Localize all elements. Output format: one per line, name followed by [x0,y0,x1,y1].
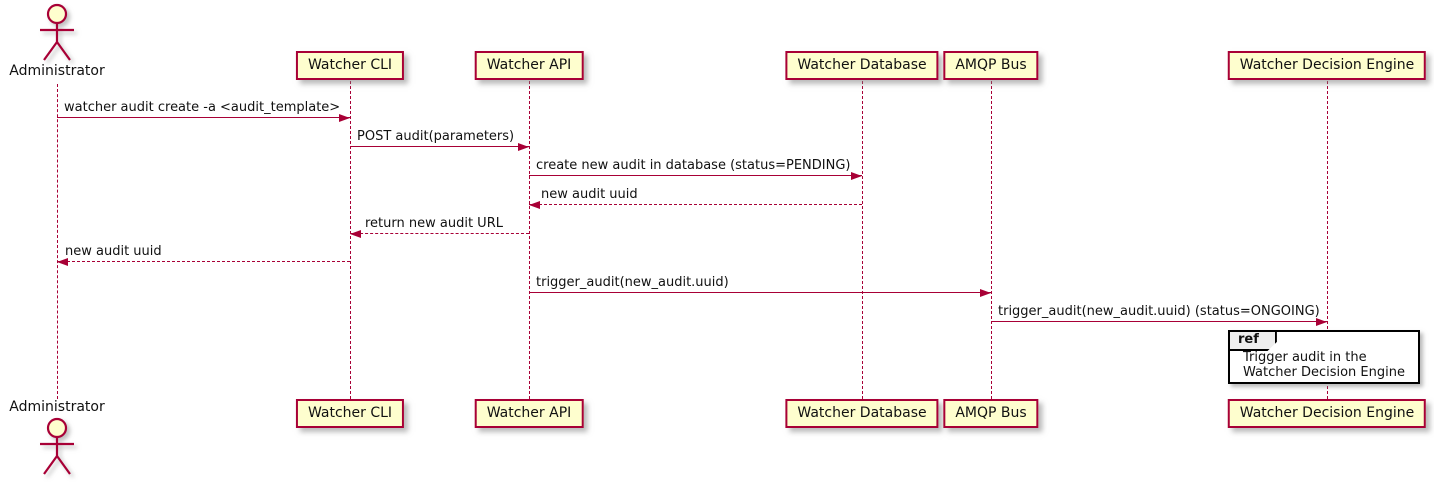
message-line [529,292,991,293]
message-line [529,204,862,205]
message-line [350,146,529,147]
message-label: return new audit URL [365,216,503,231]
message-label: new audit uuid [541,187,638,202]
lifeline-watcher-cli [350,81,351,399]
message-line [529,175,862,176]
lifeline-administrator [57,84,58,399]
message-label: POST audit(parameters) [357,129,515,144]
arrowhead-icon [57,258,68,266]
message-line [350,233,529,234]
participant-box-amqp-bus-top: AMQP Bus [943,51,1039,80]
participant-box-watcher-api-top: Watcher API [474,51,584,80]
ref-text-line1: Trigger audit in the [1243,350,1367,365]
message-label: trigger_audit(new_audit.uuid) [536,275,729,290]
participant-box-watcher-decision-engine-bottom: Watcher Decision Engine [1227,399,1427,428]
lifeline-watcher-api [529,81,530,399]
message-line [57,261,350,262]
participant-box-watcher-decision-engine-top: Watcher Decision Engine [1227,51,1427,80]
message-label: new audit uuid [65,244,162,259]
actor-label-top: Administrator [9,63,105,79]
participant-box-amqp-bus-bottom: AMQP Bus [943,399,1039,428]
ref-tag: ref [1230,332,1277,351]
participant-box-watcher-database-top: Watcher Database [785,51,939,80]
participant-box-watcher-cli-top: Watcher CLI [295,51,405,80]
arrowhead-icon [518,143,529,151]
ref-body: Trigger audit in the Watcher Decision En… [1230,348,1418,382]
arrowhead-icon [529,201,540,209]
participant-box-watcher-api-bottom: Watcher API [474,399,584,428]
lifeline-watcher-database [862,81,863,399]
ref-text-line2: Watcher Decision Engine [1243,365,1405,380]
message-line [991,321,1327,322]
participant-box-watcher-database-bottom: Watcher Database [785,399,939,428]
lifeline-watcher-decision-engine [1327,81,1328,399]
arrowhead-icon [339,114,350,122]
ref-fragment: ref Trigger audit in the Watcher Decisio… [1228,330,1420,384]
message-line [57,117,350,118]
actor-label-bottom: Administrator [9,399,105,415]
message-label: watcher audit create -a <audit_template> [64,100,341,115]
arrowhead-icon [980,289,991,297]
lifeline-amqp-bus [991,81,992,399]
message-label: trigger_audit(new_audit.uuid) (status=ON… [998,304,1320,319]
message-label: create new audit in database (status=PEN… [536,158,851,173]
actor-icon [40,417,74,475]
arrowhead-icon [851,172,862,180]
arrowhead-icon [350,230,361,238]
arrowhead-icon [1316,318,1327,326]
actor-icon [40,3,74,61]
participant-box-watcher-cli-bottom: Watcher CLI [295,399,405,428]
